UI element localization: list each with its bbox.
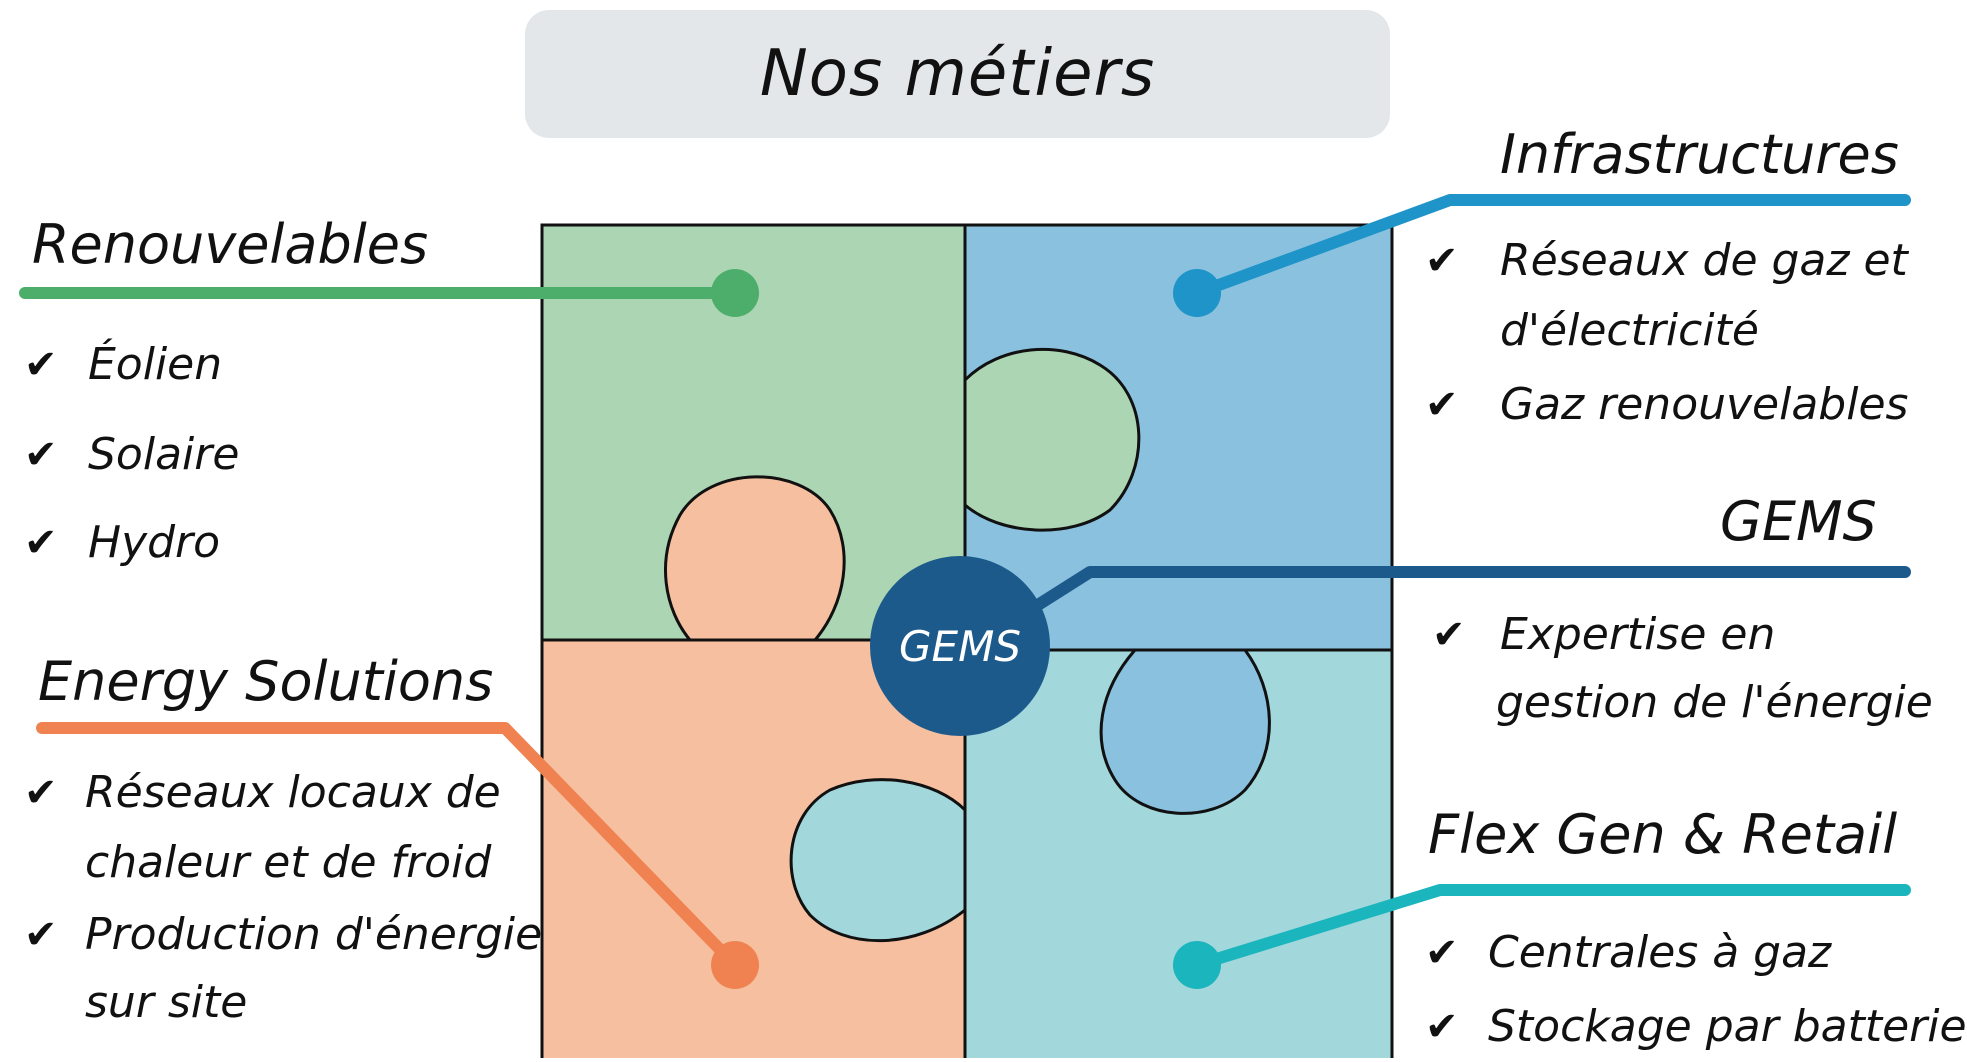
connector-energy-solutions bbox=[36, 722, 741, 971]
title-box: Nos métiers bbox=[525, 10, 1390, 138]
check-icon: ✔ bbox=[1432, 612, 1466, 658]
knob-orange bbox=[664, 475, 846, 642]
dot-flex-gen bbox=[1173, 941, 1221, 989]
page-title: Nos métiers bbox=[759, 37, 1156, 111]
heading-renouvelables: Renouvelables bbox=[32, 213, 429, 276]
heading-infrastructures: Infrastructures bbox=[1500, 123, 1899, 186]
dot-infrastructures bbox=[1173, 269, 1221, 317]
gems-center-circle bbox=[870, 556, 1050, 736]
knob-blue bbox=[1099, 648, 1271, 815]
heading-energy-solutions: Energy Solutions bbox=[38, 650, 494, 713]
item-renouvelables-2: Hydro bbox=[88, 517, 221, 568]
item-infrastructures-1: d'électricité bbox=[1500, 305, 1759, 356]
item-flex-gen-1: Stockage par batterie bbox=[1488, 1001, 1967, 1052]
heading-gems: GEMS bbox=[1720, 490, 1877, 553]
item-infrastructures-2: Gaz renouvelables bbox=[1500, 379, 1909, 430]
heading-flex-gen: Flex Gen & Retail bbox=[1428, 803, 1898, 866]
connector-flex-gen bbox=[1191, 884, 1911, 971]
item-gems-1: gestion de l'énergie bbox=[1496, 677, 1933, 728]
dot-energy-solutions bbox=[711, 941, 759, 989]
item-renouvelables-0: Éolien bbox=[88, 339, 223, 390]
check-icon: ✔ bbox=[1425, 930, 1459, 976]
item-infrastructures-0: Réseaux de gaz et bbox=[1500, 235, 1908, 286]
check-icon: ✔ bbox=[1425, 382, 1459, 428]
item-flex-gen-0: Centrales à gaz bbox=[1488, 927, 1832, 978]
check-icon: ✔ bbox=[24, 342, 58, 388]
item-renouvelables-1: Solaire bbox=[88, 429, 240, 480]
item-gems-0: Expertise en bbox=[1500, 609, 1776, 660]
item-energy-solutions-1: chaleur et de froid bbox=[85, 837, 492, 888]
check-icon: ✔ bbox=[24, 520, 58, 566]
knob-teal bbox=[789, 778, 967, 943]
connector-gems bbox=[1024, 566, 1911, 616]
gems-center-label: GEMS bbox=[899, 621, 1021, 671]
check-icon: ✔ bbox=[24, 770, 58, 816]
item-energy-solutions-2: Production d'énergie bbox=[85, 909, 543, 960]
connector-infrastructures bbox=[1191, 194, 1911, 299]
check-icon: ✔ bbox=[1425, 238, 1459, 284]
check-icon: ✔ bbox=[24, 432, 58, 478]
puzzle-outline bbox=[540, 223, 1394, 1058]
check-icon: ✔ bbox=[1425, 1004, 1459, 1050]
check-icon: ✔ bbox=[24, 912, 58, 958]
item-energy-solutions-0: Réseaux locaux de bbox=[85, 767, 501, 818]
dot-renouvelables bbox=[711, 269, 759, 317]
knob-green bbox=[963, 347, 1141, 532]
item-energy-solutions-3: sur site bbox=[85, 977, 248, 1028]
